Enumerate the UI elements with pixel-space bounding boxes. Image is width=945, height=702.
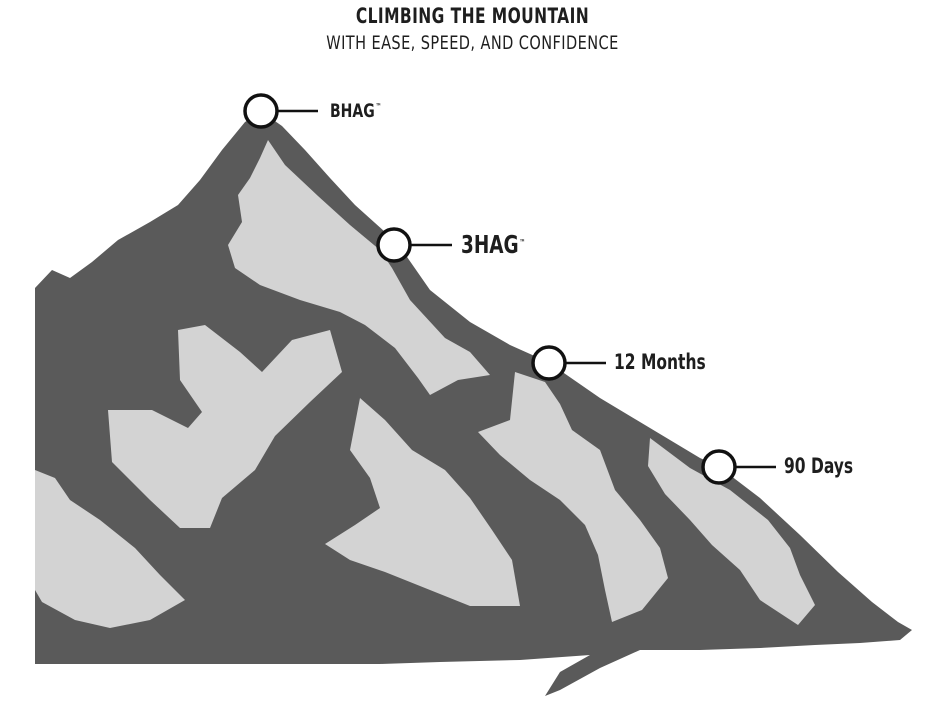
- diagram-subtitle: WITH EASE, SPEED, AND CONFIDENCE: [326, 32, 619, 54]
- snow-upper-field: [228, 140, 490, 395]
- milestone-marker-12-months: [531, 345, 567, 381]
- diagram-title: CLIMBING THE MOUNTAIN: [355, 4, 590, 28]
- snow-center-field: [325, 398, 520, 606]
- milestone-label-12-months: 12 Months: [614, 350, 706, 374]
- snow-right-field: [478, 372, 668, 622]
- milestone-marker-bhag: [243, 93, 279, 129]
- milestone-label-90-days: 90 Days: [784, 454, 854, 478]
- trademark-mark: ™: [519, 238, 526, 247]
- mountain-snow: [35, 140, 815, 628]
- trademark-mark: ™: [375, 102, 382, 111]
- milestone-markers: [243, 93, 737, 485]
- milestone-marker-90-days: [701, 449, 737, 485]
- snow-bottom-left-field: [35, 470, 185, 628]
- milestone-label-bhag: BHAG™: [330, 100, 382, 122]
- snow-left-field: [108, 325, 342, 528]
- milestone-connectors: [278, 109, 776, 469]
- snow-far-right-field: [648, 438, 815, 625]
- milestone-label-3hag: 3HAG™: [461, 230, 526, 259]
- milestone-marker-3hag: [376, 227, 412, 263]
